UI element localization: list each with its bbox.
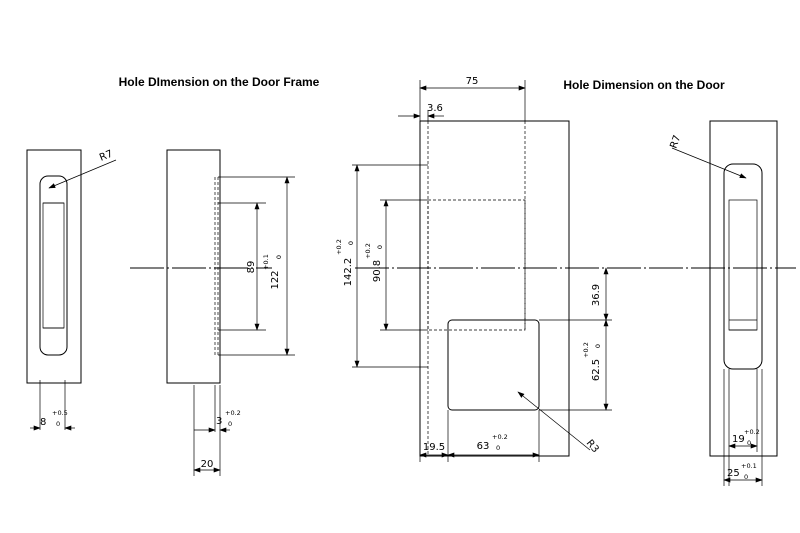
door-d142_2-tol-lower: 0 (347, 241, 355, 245)
door-d90_8-tol-lower: 0 (376, 245, 384, 249)
door-d62_5-tol-lower: 0 (594, 344, 602, 348)
door-d19_5-label: 19.5 (423, 442, 445, 453)
frame-w8-label: 8 (40, 417, 46, 428)
frame-front-view (26, 149, 117, 431)
door-side-view (671, 120, 778, 486)
door-d75-label: 75 (466, 76, 479, 87)
door-d142_2-label: 142.2 (343, 258, 354, 287)
frame-side-view (166, 149, 295, 476)
door-main-view (352, 80, 612, 462)
door-d90_8-label: 90.8 (372, 260, 383, 282)
door-d90_8-tol-upper: +0.2 (364, 243, 372, 259)
frame-d20-label: 20 (201, 459, 214, 470)
door-r3-label: R3 (584, 438, 601, 455)
door-d19-label: 19 (732, 434, 745, 445)
frame-d3-label: 3 (216, 416, 222, 427)
door-d62_5-label: 62.5 (591, 359, 602, 381)
frame-w8-tol-lower: 0 (56, 420, 60, 428)
door-d63-tol-upper: +0.2 (492, 433, 508, 441)
frame-d89-label: 89 (246, 261, 257, 274)
frame-d3-tol-upper: +0.2 (225, 409, 241, 417)
door-d19-tol-upper: +0.2 (744, 428, 760, 436)
frame-r7-label: R7 (98, 149, 114, 164)
door-d25-tol-lower: 0 (744, 473, 748, 481)
door-d19-tol-lower: 0 (747, 439, 751, 447)
frame-w8-tol-upper: +0.5 (52, 409, 68, 417)
frame-d122-label: 122 (270, 270, 281, 289)
frame-title: Hole DImension on the Door Frame (119, 75, 320, 89)
frame-d122-tol-upper: +0.1 (262, 254, 270, 270)
door-d25-tol-upper: +0.1 (741, 462, 757, 470)
door-d62_5-tol-upper: +0.2 (582, 342, 590, 358)
door-d36_9-label: 36.9 (591, 284, 602, 306)
door-d63-label: 63 (477, 441, 490, 452)
door-d63-tol-lower: 0 (496, 444, 500, 452)
door-d3_6-label: 3.6 (427, 103, 443, 114)
frame-d122-tol-lower: 0 (275, 255, 283, 259)
frame-d3-tol-lower: 0 (228, 420, 232, 428)
door-r7-label: R7 (668, 134, 683, 150)
door-title: Hole Dimension on the Door (563, 78, 725, 92)
door-d142_2-tol-upper: +0.2 (335, 239, 343, 255)
door-d25-label: 25 (727, 468, 740, 479)
